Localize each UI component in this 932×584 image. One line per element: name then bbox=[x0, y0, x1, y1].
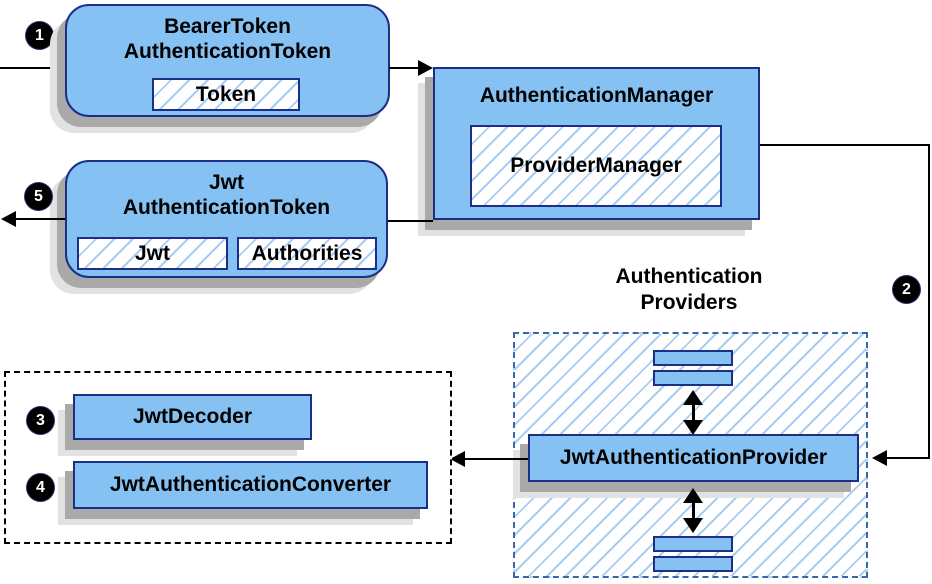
authentication-providers-group: JwtAuthenticationProvider bbox=[513, 332, 868, 578]
bearer-token-authentication-token-node: BearerToken AuthenticationToken Token bbox=[65, 4, 390, 117]
jwt-decoder-label: JwtDecoder bbox=[132, 405, 253, 428]
token-chip-label: Token bbox=[195, 82, 257, 106]
jwt-authentication-provider-label: JwtAuthenticationProvider bbox=[559, 446, 828, 469]
double-arrow-shaft bbox=[691, 498, 695, 523]
jwt-decoder-node: JwtDecoder bbox=[73, 394, 312, 440]
double-arrow-shaft bbox=[691, 400, 695, 425]
authentication-providers-label: Authentication Providers bbox=[559, 264, 819, 316]
manager-to-provider-arrowhead-icon bbox=[872, 450, 887, 466]
provider-slot-bar-bottom-2 bbox=[653, 556, 733, 572]
provider-list-double-arrow-bottom bbox=[681, 488, 705, 533]
bearer-token-title-line2: AuthenticationToken bbox=[123, 40, 332, 63]
step-3-number: 3 bbox=[36, 411, 45, 429]
provider-slot-bar-top-1 bbox=[653, 350, 733, 366]
double-arrow-up-head-icon bbox=[683, 488, 703, 503]
bearer-to-manager-arrowhead-icon bbox=[418, 60, 433, 76]
manager-to-provider-line-top bbox=[760, 144, 930, 146]
provider-manager-chip: ProviderManager bbox=[470, 125, 722, 207]
step-3-badge: 3 bbox=[27, 407, 54, 434]
jwt-token-title-line2: AuthenticationToken bbox=[122, 196, 331, 219]
step-2-badge: 2 bbox=[893, 276, 920, 303]
bearer-token-node-title: BearerToken AuthenticationToken bbox=[67, 14, 388, 64]
step-1-number: 1 bbox=[35, 26, 44, 44]
authorities-chip: Authorities bbox=[237, 237, 377, 270]
provider-to-decoder-arrowhead-icon bbox=[450, 451, 465, 467]
outgoing-result-arrowhead-icon bbox=[1, 211, 16, 227]
jwt-support-group: JwtDecoder JwtAuthenticationConverter bbox=[4, 371, 452, 544]
step-5-number: 5 bbox=[34, 187, 43, 205]
token-chip: Token bbox=[152, 78, 300, 111]
jwt-chip-label: Jwt bbox=[134, 241, 170, 265]
bearer-to-manager-line bbox=[389, 67, 420, 69]
double-arrow-up-head-icon bbox=[683, 390, 703, 405]
jwt-authentication-token-node: Jwt AuthenticationToken Jwt Authorities bbox=[65, 160, 388, 278]
jwt-chip: Jwt bbox=[77, 237, 228, 270]
outgoing-result-line bbox=[14, 218, 65, 220]
provider-list-double-arrow-top bbox=[681, 390, 705, 435]
authentication-manager-node: AuthenticationManager ProviderManager bbox=[433, 67, 760, 220]
step-2-number: 2 bbox=[902, 280, 911, 298]
jwt-token-node-title: Jwt AuthenticationToken bbox=[67, 170, 386, 220]
jwt-authentication-converter-node: JwtAuthenticationConverter bbox=[73, 461, 428, 509]
manager-to-jwt-token-line bbox=[388, 220, 433, 222]
manager-to-provider-line-vertical bbox=[928, 144, 930, 459]
step-4-badge: 4 bbox=[27, 474, 54, 501]
provider-slot-bar-bottom-1 bbox=[653, 536, 733, 552]
authorities-chip-label: Authorities bbox=[251, 241, 363, 265]
provider-manager-chip-label: ProviderManager bbox=[510, 154, 682, 177]
step-1-badge: 1 bbox=[26, 22, 53, 49]
step-4-number: 4 bbox=[36, 478, 45, 496]
jwt-token-title-line1: Jwt bbox=[208, 171, 244, 194]
jwt-authentication-provider-node: JwtAuthenticationProvider bbox=[528, 434, 859, 482]
step-5-badge: 5 bbox=[25, 183, 52, 210]
bearer-token-title-line1: BearerToken bbox=[164, 15, 291, 38]
manager-to-provider-line-bottom bbox=[886, 457, 930, 459]
double-arrow-down-head-icon bbox=[683, 420, 703, 435]
provider-to-decoder-line bbox=[464, 458, 528, 460]
authentication-manager-title: AuthenticationManager bbox=[479, 84, 714, 107]
authentication-providers-label-line1: Authentication bbox=[615, 265, 763, 288]
provider-slot-bar-top-2 bbox=[653, 370, 733, 386]
authentication-providers-label-line2: Providers bbox=[640, 291, 738, 314]
double-arrow-down-head-icon bbox=[683, 518, 703, 533]
incoming-request-line bbox=[0, 67, 65, 69]
jwt-authentication-converter-label: JwtAuthenticationConverter bbox=[109, 473, 392, 496]
